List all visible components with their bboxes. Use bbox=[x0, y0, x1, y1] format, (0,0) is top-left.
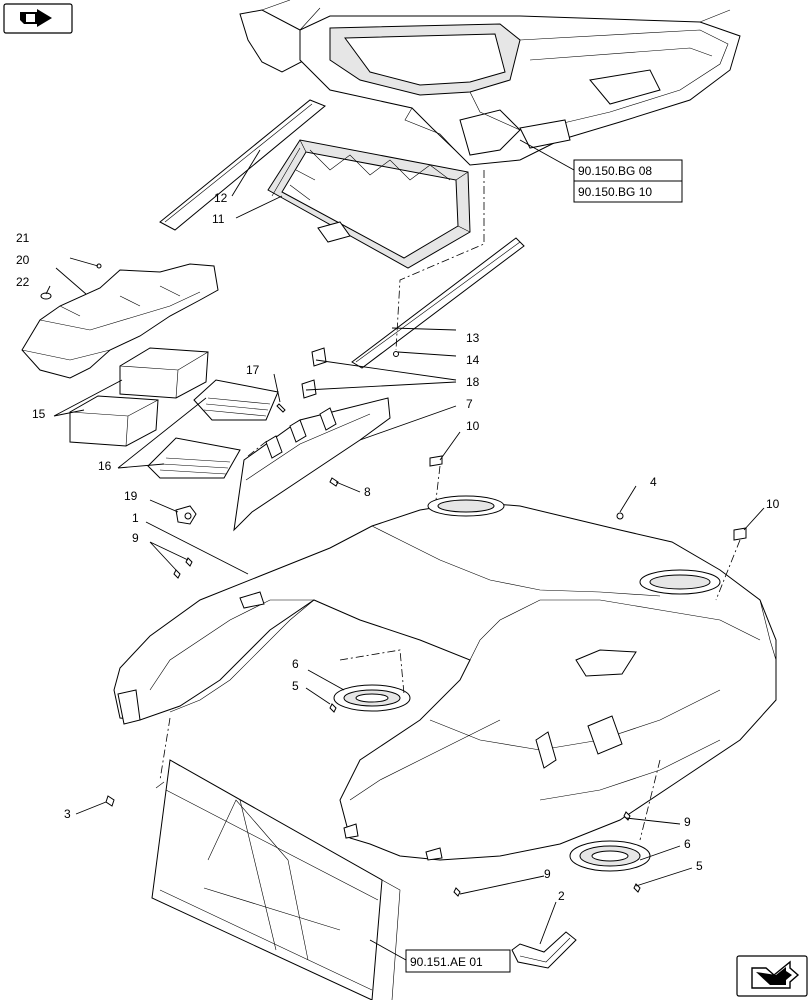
reference-label: 90.150.BG 08 bbox=[578, 164, 652, 178]
part-18-clip-a bbox=[311, 347, 327, 367]
callout-11: 11 bbox=[212, 212, 225, 226]
callout-16: 16 bbox=[98, 459, 112, 473]
callout-20: 20 bbox=[16, 253, 30, 267]
part-4-screw bbox=[616, 512, 624, 520]
callout-9-left: 9 bbox=[132, 531, 139, 545]
part-2-grab-handle bbox=[511, 931, 577, 969]
callout-13: 13 bbox=[466, 331, 480, 345]
part-10-clip-top bbox=[429, 455, 443, 467]
part-1-headliner bbox=[113, 495, 777, 861]
part-19-switch bbox=[175, 505, 197, 525]
callout-5-right: 5 bbox=[696, 859, 703, 873]
callout-9-right: 9 bbox=[684, 815, 691, 829]
callout-19: 19 bbox=[124, 489, 138, 503]
part-10-clip-right bbox=[733, 527, 747, 541]
callout-10-top: 10 bbox=[466, 419, 480, 433]
callout-17: 17 bbox=[246, 363, 260, 377]
part-9-screw-left-a bbox=[173, 569, 181, 579]
reference-box-90-150-bg-08[interactable]: 90.150.BG 08 bbox=[573, 159, 683, 182]
part-3-screw bbox=[105, 795, 115, 807]
cab-roof-frame bbox=[239, 0, 741, 166]
part-13-trim-rail bbox=[351, 237, 525, 369]
part-5-screw-left bbox=[329, 703, 337, 713]
part-8-screw bbox=[329, 477, 339, 487]
part-15-air-outlet-upper bbox=[119, 347, 209, 399]
callout-12: 12 bbox=[214, 191, 228, 205]
part-6-speaker-grille-left bbox=[333, 684, 411, 712]
callout-8: 8 bbox=[364, 485, 371, 499]
next-page-icon[interactable] bbox=[736, 955, 808, 997]
callout-labels: 12 11 21 20 22 13 14 17 18 7 15 10 16 8 … bbox=[16, 191, 780, 903]
callout-6-left: 6 bbox=[292, 657, 299, 671]
callout-9-bottom: 9 bbox=[544, 867, 551, 881]
callout-10-right: 10 bbox=[766, 497, 780, 511]
leader-lines bbox=[45, 139, 765, 961]
part-11-roof-window bbox=[267, 139, 471, 269]
part-7-console-panel bbox=[233, 397, 391, 532]
callout-4: 4 bbox=[650, 475, 657, 489]
callout-15: 15 bbox=[32, 407, 46, 421]
alignment-lines bbox=[159, 170, 741, 841]
callout-2: 2 bbox=[558, 889, 565, 903]
reference-box-90-150-bg-10[interactable]: 90.150.BG 10 bbox=[573, 180, 683, 203]
callout-1: 1 bbox=[132, 511, 139, 525]
part-20-air-duct bbox=[21, 263, 219, 379]
callout-7: 7 bbox=[466, 397, 473, 411]
part-5-screw-right bbox=[633, 883, 641, 893]
callout-18: 18 bbox=[466, 375, 480, 389]
reference-label: 90.151.AE 01 bbox=[410, 955, 483, 969]
part-6-speaker-grille-right bbox=[569, 840, 651, 872]
callout-5-left: 5 bbox=[292, 679, 299, 693]
callout-21: 21 bbox=[16, 231, 30, 245]
part-9-screw-right-b bbox=[453, 887, 461, 897]
part-16-grille-lower bbox=[147, 437, 241, 479]
sun-screen-frame bbox=[151, 759, 401, 1000]
part-15-air-outlet-lower bbox=[69, 395, 159, 447]
reference-box-90-151-ae-01[interactable]: 90.151.AE 01 bbox=[405, 949, 511, 973]
callout-6-right: 6 bbox=[684, 837, 691, 851]
part-14-screw bbox=[393, 351, 399, 357]
callout-3: 3 bbox=[64, 807, 71, 821]
part-16-grille-upper bbox=[193, 379, 279, 421]
part-18-clip-b bbox=[301, 379, 317, 399]
callout-14: 14 bbox=[466, 353, 480, 367]
part-17-screw bbox=[276, 403, 286, 413]
part-12-trim-strip bbox=[159, 99, 326, 231]
callout-22: 22 bbox=[16, 275, 30, 289]
reference-label: 90.150.BG 10 bbox=[578, 185, 652, 199]
previous-page-icon[interactable] bbox=[3, 3, 73, 34]
